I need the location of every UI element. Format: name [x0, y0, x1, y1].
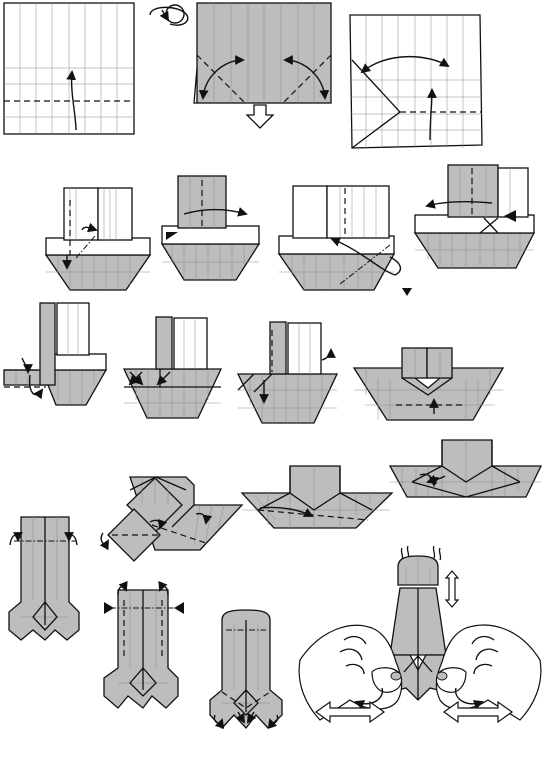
fold-arrow [360, 55, 450, 74]
left-hand [298, 624, 403, 721]
right-hand [435, 624, 542, 721]
step-6 [277, 185, 412, 296]
fold-up-arrow [66, 70, 77, 131]
step-1 [3, 2, 135, 135]
pull-apart-arrow-right [442, 700, 514, 724]
step-4 [44, 187, 152, 291]
pull-apart-arrow-left [314, 700, 386, 724]
push-arrow [245, 104, 275, 129]
final-model [298, 545, 542, 724]
up-down-arrow [444, 570, 460, 608]
step-10 [236, 321, 339, 424]
step-8 [3, 302, 108, 406]
step-9 [122, 316, 223, 419]
step-2 [193, 2, 332, 129]
step-14 [388, 439, 543, 498]
turn-over-symbol [149, 4, 189, 26]
step-15 [8, 516, 80, 641]
step-1-grid [4, 3, 134, 134]
fold-corner-arrow-right [283, 55, 330, 100]
fold-up-arrow [427, 88, 437, 141]
step-3 [349, 14, 483, 149]
step-11 [352, 347, 505, 421]
step-17 [209, 609, 283, 730]
step-13 [240, 465, 394, 529]
step-7 [413, 164, 536, 269]
step-16 [103, 580, 184, 709]
step-5 [160, 175, 261, 281]
fold-corner-arrow-left [198, 55, 245, 100]
step-12 [99, 476, 244, 562]
